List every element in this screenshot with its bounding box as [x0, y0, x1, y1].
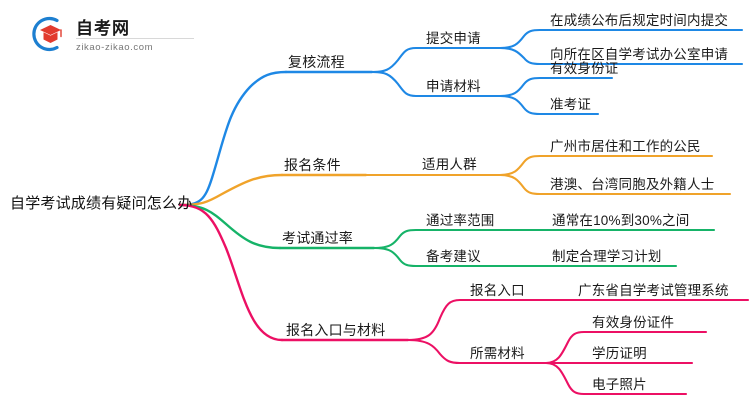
subnode-shenqing-cailiao[interactable]: 申请材料 — [426, 79, 481, 94]
branch-node-baoming-rukou-cailiao[interactable]: 报名入口与材料 — [286, 322, 386, 338]
branch-node-fuhe-liucheng[interactable]: 复核流程 — [288, 54, 345, 70]
branch-node-kaoshi-tongguolv[interactable]: 考试通过率 — [282, 230, 353, 246]
leaf-node-xuexi-jihua[interactable]: 制定合理学习计划 — [552, 249, 662, 264]
leaf-node-xueli-zhengming[interactable]: 学历证明 — [592, 346, 647, 361]
leaf-node-guangzhou-gongmin[interactable]: 广州市居住和工作的公民 — [550, 139, 701, 154]
subnode-tongguolv-fanwei[interactable]: 通过率范围 — [426, 213, 495, 228]
leaf-node-youxiao-shenfenzheng[interactable]: 有效身份证 — [550, 61, 619, 76]
leaf-node-zhunkaozheng[interactable]: 准考证 — [550, 97, 592, 112]
edge-root-to-green — [178, 203, 282, 250]
edge-pink-to-rukou — [406, 298, 470, 342]
leaf-node-shenfen-zhengjian[interactable]: 有效身份证件 — [592, 315, 675, 330]
leaf-node-gangao-taiwan[interactable]: 港澳、台湾同胞及外籍人士 — [550, 177, 715, 192]
edge-green-to-fanwei — [372, 228, 426, 250]
leaf-node-guangdong-xitong[interactable]: 广东省自学考试管理系统 — [578, 283, 729, 298]
subnode-suoxu-cailiao[interactable]: 所需材料 — [470, 346, 525, 361]
edge-tijiao-to-leaf-2 — [498, 46, 550, 66]
edge-root-to-blue — [178, 70, 288, 207]
edge-blue-to-tijiao — [370, 46, 426, 74]
site-logo: 自考网 zikao-zikao.com — [28, 12, 208, 56]
branch-node-baoming-tiaojian[interactable]: 报名条件 — [284, 157, 341, 173]
edge-tijiao-to-leaf-1 — [498, 28, 550, 50]
edge-green-to-jianyi — [372, 246, 426, 268]
logo-brand-name: 自考网 — [76, 19, 130, 38]
leaf-node-quyu-bangongshi[interactable]: 向所在区自学考试办公室申请 — [550, 47, 729, 62]
edge-shiyong-to-leaf-2 — [498, 173, 550, 196]
subnode-baoming-rukou[interactable]: 报名入口 — [470, 283, 525, 298]
mindmap-root-node[interactable]: 自学考试成绩有疑问怎么办 — [10, 195, 193, 212]
edge-shiyong-to-leaf-1 — [498, 154, 550, 177]
edge-root-to-pink — [178, 203, 284, 342]
edge-pink-to-cailiao — [406, 338, 470, 365]
edge-blue-to-shenqing — [370, 70, 426, 98]
edge-cailiao-to-leaf-3 — [544, 361, 592, 396]
edge-cailiao-to-leaf-1 — [544, 330, 592, 365]
edge-shenqing-to-leaf-3 — [498, 76, 550, 98]
leaf-node-dianzi-zhaopian[interactable]: 电子照片 — [592, 377, 647, 392]
leaf-node-tijiao-shijian[interactable]: 在成绩公布后规定时间内提交 — [550, 13, 729, 28]
logo-url-text: zikao-zikao.com — [76, 38, 194, 53]
subnode-beikao-jianyi[interactable]: 备考建议 — [426, 249, 481, 264]
subnode-tijiao-shenqing[interactable]: 提交申请 — [426, 31, 481, 46]
leaf-node-tongchang-fanwei[interactable]: 通常在10%到30%之间 — [552, 213, 690, 228]
edge-shenqing-to-leaf-4 — [498, 94, 550, 116]
subnode-shiyong-renqun[interactable]: 适用人群 — [422, 157, 477, 172]
logo-mark-icon — [32, 16, 62, 52]
edge-root-to-orange — [178, 173, 284, 207]
